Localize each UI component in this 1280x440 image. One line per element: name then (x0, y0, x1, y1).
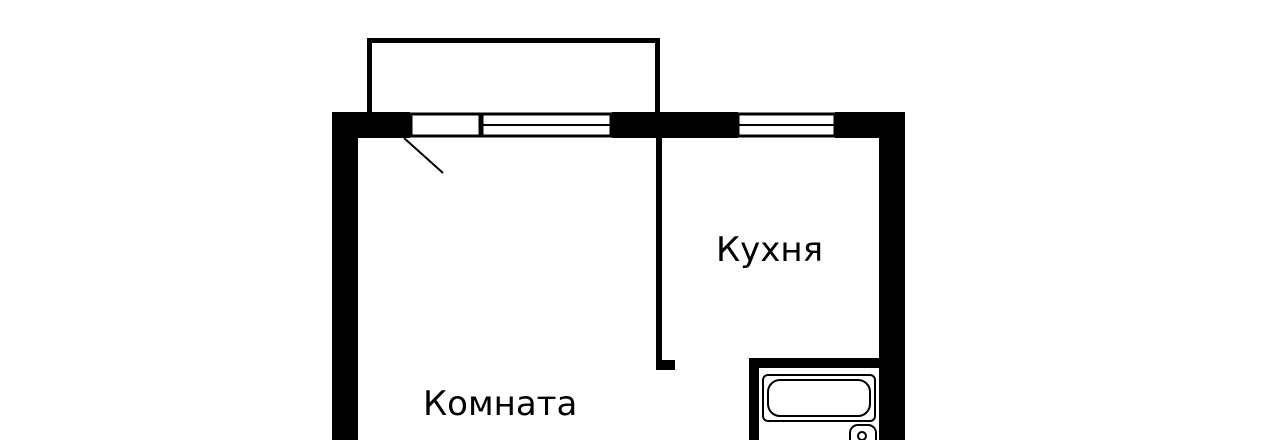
bathroom-wall-left (749, 358, 759, 440)
balcony (367, 38, 660, 121)
door-swing-icon (403, 137, 444, 174)
door-leaf (409, 112, 482, 138)
sink-icon (849, 424, 877, 440)
balcony-outline (367, 38, 660, 121)
window-room (480, 112, 613, 138)
room-label: Комната (423, 384, 577, 424)
partition-wall (656, 136, 675, 370)
bathroom (749, 358, 881, 440)
exterior-wall-left (332, 112, 358, 440)
partition-end (656, 360, 675, 370)
sink-drain (857, 431, 867, 440)
exterior-wall-right (879, 112, 905, 440)
bathroom-wall-top (749, 358, 881, 368)
wall-segment (612, 112, 738, 138)
window-kitchen (736, 112, 837, 138)
kitchen-label: Кухня (716, 230, 823, 270)
partition-line (656, 136, 662, 370)
bathtub-icon (762, 374, 876, 422)
bathtub-inner (767, 379, 871, 417)
balcony-door (403, 112, 482, 174)
